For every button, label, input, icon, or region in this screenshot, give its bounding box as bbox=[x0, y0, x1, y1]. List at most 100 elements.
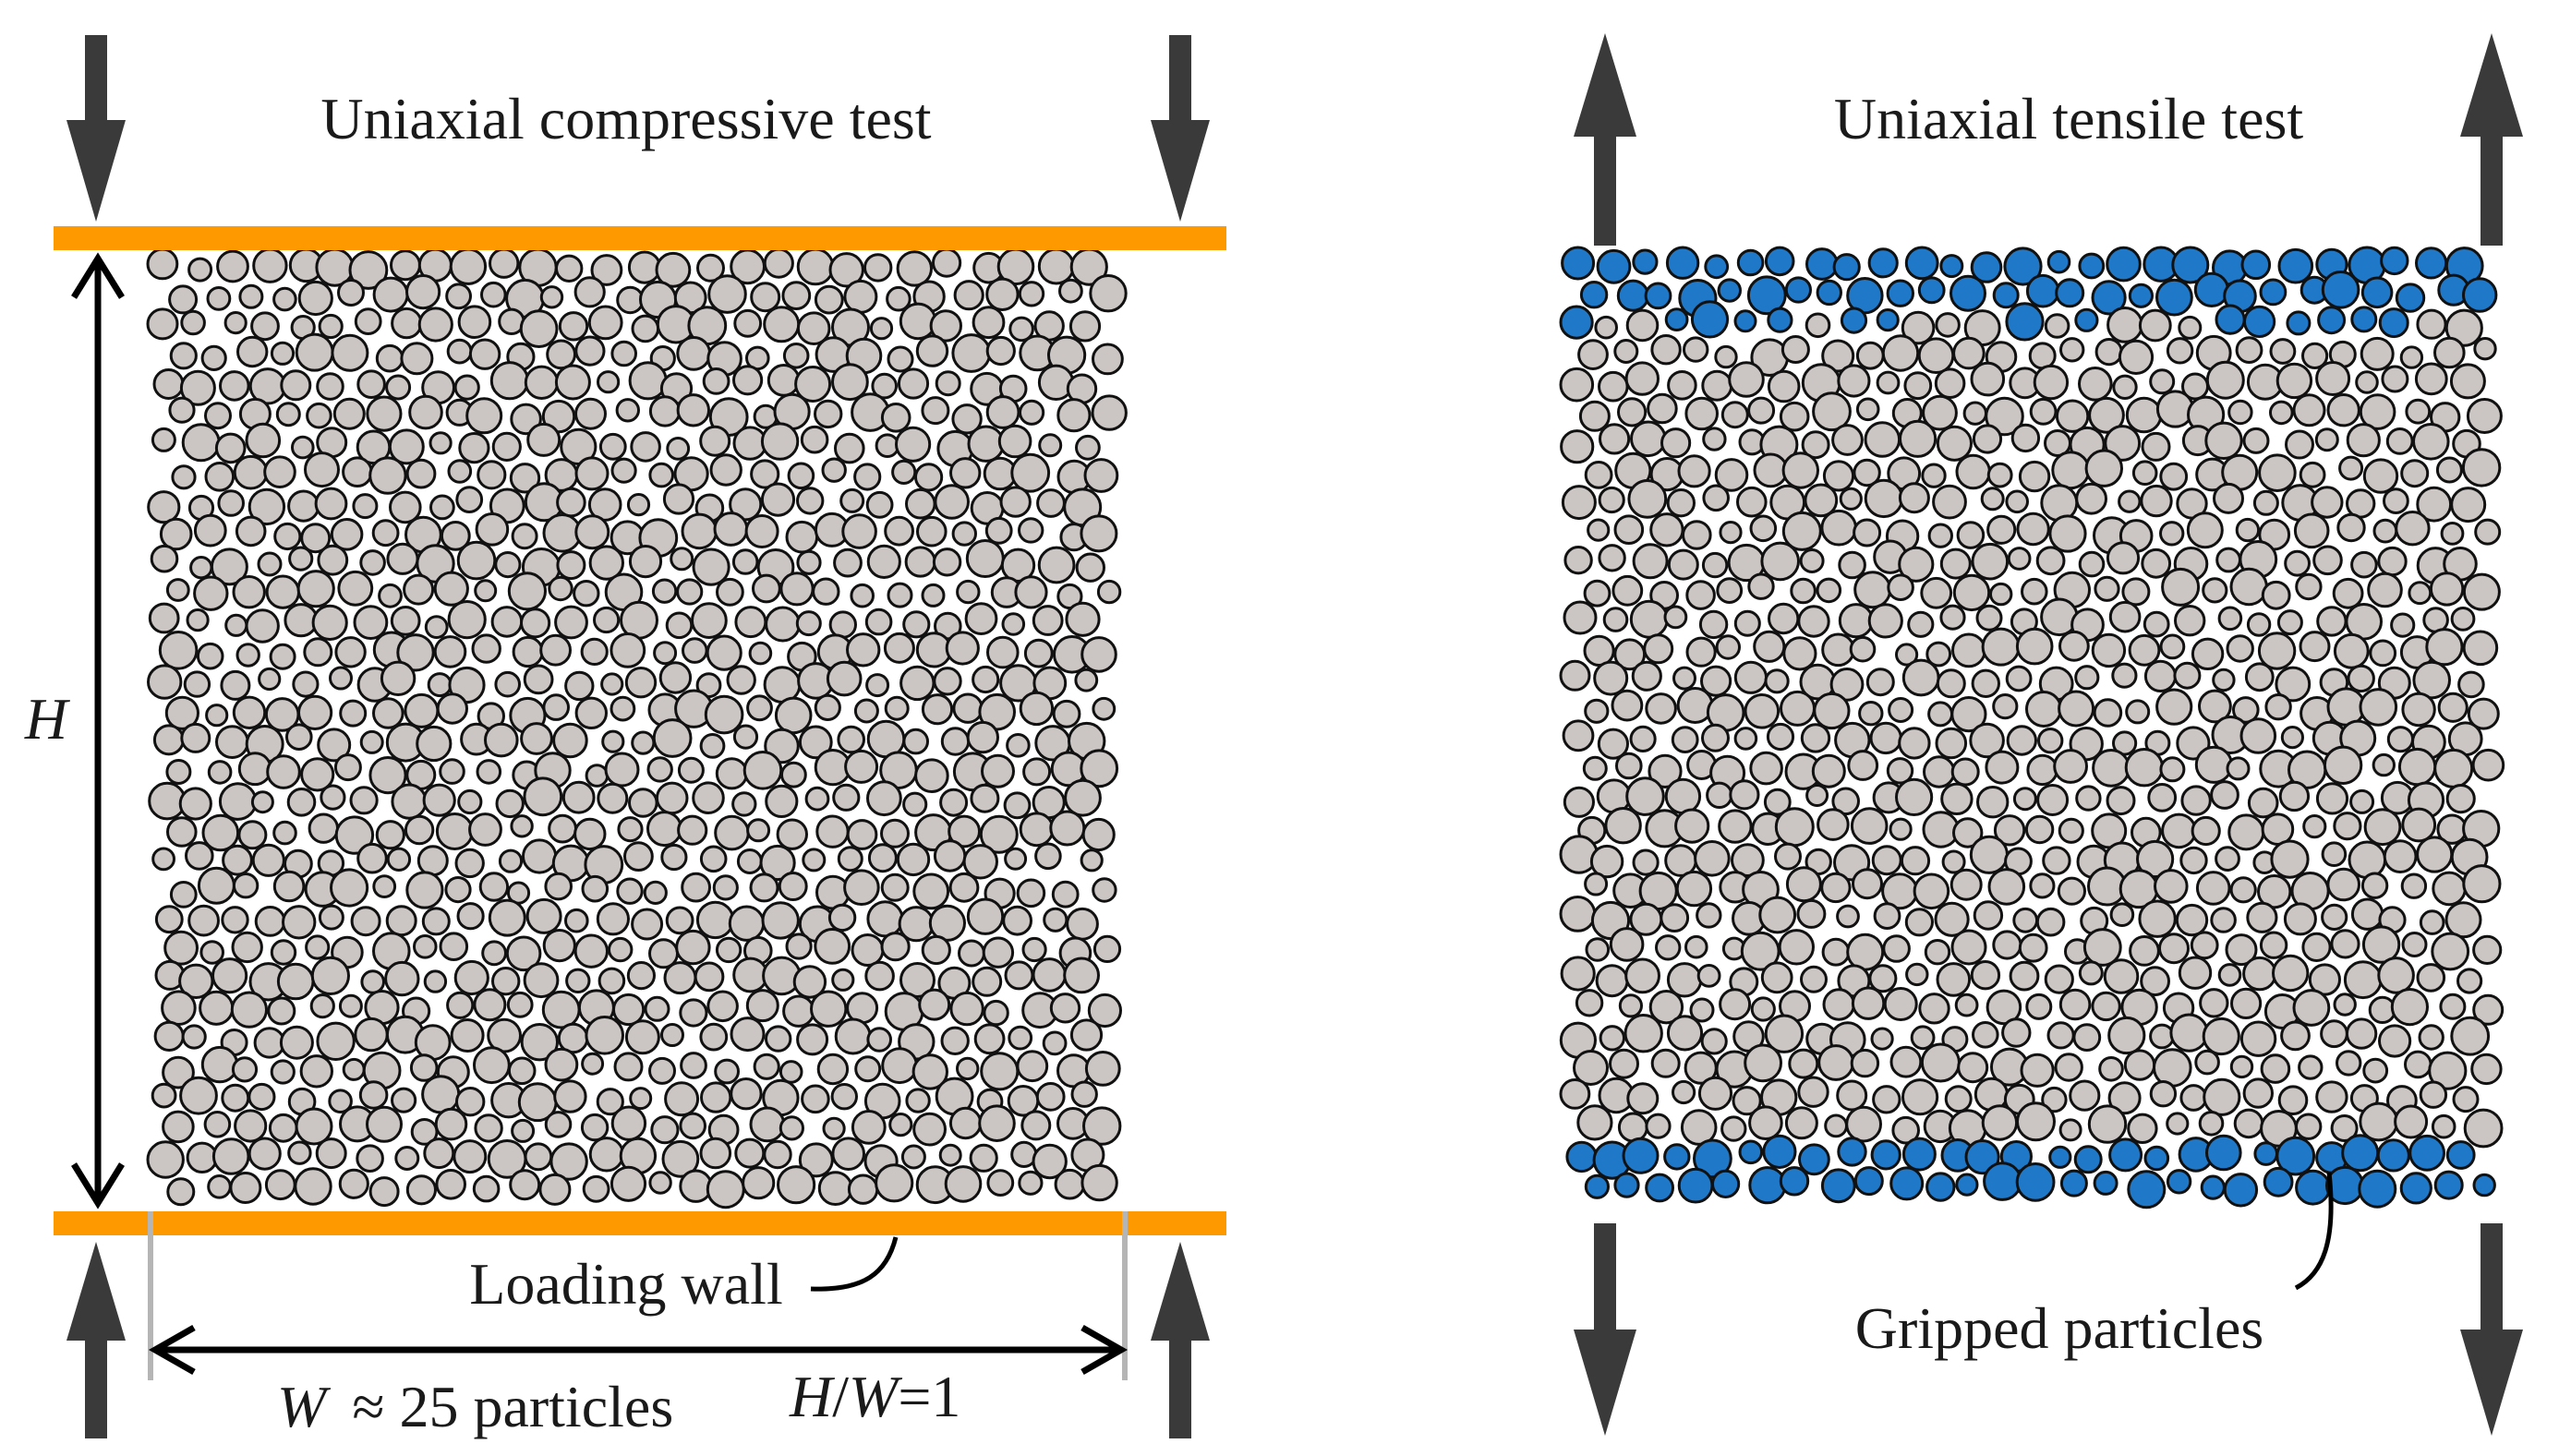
particle bbox=[146, 247, 179, 281]
particle bbox=[935, 370, 961, 397]
particle bbox=[2444, 308, 2483, 347]
particle bbox=[2109, 902, 2135, 928]
gripped-particle bbox=[2445, 1140, 2476, 1170]
particle bbox=[648, 462, 675, 488]
particle bbox=[574, 335, 606, 367]
particle bbox=[1817, 1044, 1854, 1081]
particle bbox=[2029, 872, 2056, 899]
particle bbox=[853, 463, 882, 491]
particle bbox=[574, 456, 610, 491]
particle bbox=[574, 514, 610, 550]
particle bbox=[1845, 1105, 1882, 1143]
particle bbox=[2386, 726, 2414, 753]
particle bbox=[1561, 485, 1597, 521]
particle bbox=[706, 990, 739, 1023]
particle bbox=[709, 453, 742, 487]
particle bbox=[2336, 512, 2366, 543]
particle bbox=[613, 1052, 644, 1082]
particle bbox=[831, 363, 869, 402]
particle bbox=[2033, 364, 2070, 401]
particle bbox=[2260, 1053, 2291, 1084]
particle bbox=[691, 602, 728, 639]
particle bbox=[187, 257, 213, 283]
particle bbox=[1001, 612, 1026, 636]
particle bbox=[1089, 274, 1128, 313]
particle bbox=[2020, 1053, 2055, 1088]
particle bbox=[1768, 602, 1800, 635]
particle bbox=[147, 664, 183, 700]
particle bbox=[2158, 933, 2190, 965]
particle bbox=[2450, 607, 2476, 632]
particle bbox=[231, 931, 263, 964]
particle bbox=[1941, 849, 1966, 874]
particle bbox=[801, 1084, 830, 1114]
particle bbox=[732, 365, 764, 396]
gripped-particle bbox=[1596, 248, 1632, 284]
particle bbox=[1883, 987, 1918, 1021]
particle bbox=[2401, 692, 2436, 728]
particle bbox=[2015, 627, 2054, 666]
particle bbox=[1563, 546, 1593, 575]
particle bbox=[2042, 846, 2071, 875]
particle bbox=[151, 427, 176, 452]
particle bbox=[368, 1176, 400, 1208]
particle bbox=[152, 368, 185, 400]
bottom-loading-wall bbox=[54, 1211, 1226, 1235]
particle bbox=[2092, 749, 2130, 788]
particle bbox=[338, 1168, 369, 1199]
particle bbox=[665, 906, 694, 935]
particle bbox=[1096, 579, 1122, 605]
particle bbox=[726, 665, 756, 695]
particle bbox=[731, 791, 757, 817]
particle bbox=[814, 928, 851, 965]
particle bbox=[608, 936, 634, 963]
particle bbox=[269, 643, 296, 670]
particle bbox=[1632, 543, 1669, 580]
particle bbox=[484, 722, 519, 758]
particle bbox=[354, 307, 382, 336]
particle bbox=[1563, 600, 1598, 635]
particle bbox=[574, 397, 607, 430]
particle bbox=[1674, 808, 1710, 844]
particle bbox=[334, 636, 367, 668]
particle bbox=[970, 783, 1000, 813]
particle bbox=[2412, 423, 2450, 461]
particle bbox=[940, 727, 971, 756]
particle bbox=[1632, 848, 1660, 876]
particle bbox=[2225, 933, 2258, 967]
tension-bottom-left-arrow bbox=[1574, 1223, 1636, 1436]
particle bbox=[1822, 460, 1855, 492]
particle bbox=[2372, 518, 2398, 544]
particle bbox=[168, 284, 199, 315]
particle bbox=[1598, 370, 1629, 403]
gripped-particle bbox=[1840, 307, 1868, 334]
particle bbox=[1075, 552, 1106, 583]
particle bbox=[2299, 461, 2326, 488]
particle bbox=[2143, 610, 2170, 638]
particle bbox=[2385, 427, 2414, 455]
particle bbox=[2419, 1080, 2448, 1109]
particle bbox=[299, 1054, 333, 1089]
particle bbox=[2377, 546, 2408, 577]
particle bbox=[1002, 905, 1032, 936]
particle bbox=[1036, 488, 1066, 518]
particle bbox=[523, 664, 554, 695]
particle bbox=[742, 751, 783, 790]
particle bbox=[752, 573, 781, 604]
particle bbox=[666, 437, 691, 461]
particle bbox=[237, 820, 268, 850]
particle bbox=[2257, 874, 2292, 909]
particle bbox=[1595, 964, 1629, 998]
compression-panel: Uniaxial compressive test H Loading wall bbox=[24, 35, 1226, 1439]
particle bbox=[2429, 572, 2465, 607]
particle bbox=[257, 551, 283, 577]
particle bbox=[2044, 964, 2074, 994]
particle bbox=[958, 939, 985, 968]
particle bbox=[2106, 786, 2136, 816]
particle bbox=[1899, 419, 1937, 458]
particle bbox=[750, 459, 780, 489]
particle bbox=[2383, 839, 2418, 873]
particle bbox=[471, 633, 501, 664]
particle bbox=[1870, 1027, 1894, 1051]
particle bbox=[985, 395, 1020, 429]
